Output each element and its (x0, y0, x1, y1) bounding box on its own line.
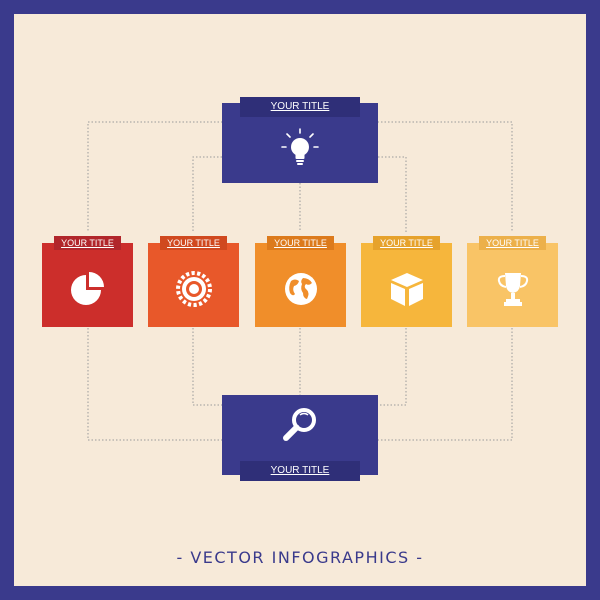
item-box-4: YOUR TITLE (361, 234, 452, 327)
item-box-body (42, 243, 133, 327)
lightbulb-icon (280, 127, 320, 169)
item-box-2: YOUR TITLE (148, 234, 239, 327)
connector-bottom-outer (87, 328, 513, 441)
top-box-title: YOUR TITLE (240, 97, 360, 117)
item-box-title: YOUR TITLE (54, 236, 121, 250)
connector-bottom-inner (192, 328, 407, 406)
item-box-title: YOUR TITLE (267, 236, 334, 250)
item-box-title: YOUR TITLE (373, 236, 440, 250)
gear-icon (174, 269, 214, 309)
item-box-5: YOUR TITLE (467, 234, 558, 327)
top-box: YOUR TITLE (222, 97, 378, 183)
item-box-3: YOUR TITLE (255, 234, 346, 327)
item-box-title: YOUR TITLE (160, 236, 227, 250)
box-icon (387, 269, 427, 309)
connector-top-outer (87, 121, 513, 232)
bottom-box: YOUR TITLE (222, 395, 378, 481)
item-box-title: YOUR TITLE (479, 236, 546, 250)
magnifier-icon (280, 404, 320, 444)
pie-chart-icon (68, 269, 108, 309)
globe-icon (281, 269, 321, 309)
bottom-box-title: YOUR TITLE (240, 461, 360, 481)
footer-caption: - VECTOR INFOGRAPHICS - (176, 548, 424, 567)
item-box-1: YOUR TITLE (42, 234, 133, 327)
trophy-icon (493, 269, 533, 309)
connector-top-inner (192, 156, 407, 232)
